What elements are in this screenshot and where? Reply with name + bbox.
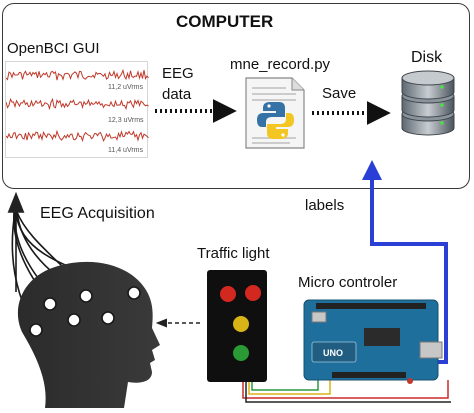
traffic-light-red-left bbox=[220, 286, 236, 302]
channel-label-1: 11,2 uVrms bbox=[108, 84, 144, 91]
openbci-gui-panel: 11,2 uVrms 12,3 uVrms 11,4 uVrms bbox=[5, 61, 149, 158]
disk-icon bbox=[401, 70, 455, 136]
electrode-dots bbox=[29, 286, 141, 337]
traffic-light-green bbox=[233, 345, 249, 361]
traffic-light-yellow bbox=[233, 316, 249, 332]
eeg-trace-2 bbox=[6, 97, 149, 111]
traffic-light-red-right bbox=[245, 285, 261, 301]
eeg-trace-1 bbox=[6, 68, 149, 81]
computer-title: COMPUTER bbox=[176, 12, 274, 31]
labels-text: labels bbox=[305, 197, 345, 214]
labels-arrow bbox=[362, 160, 448, 364]
disk-label: Disk bbox=[411, 49, 443, 66]
save-label: Save bbox=[322, 85, 357, 102]
python-script-icon bbox=[245, 77, 305, 149]
traffic-light-icon bbox=[207, 270, 267, 382]
channel-label-3: 11,4 uVrms bbox=[108, 147, 144, 154]
eeg-trace-3 bbox=[6, 129, 149, 143]
arduino-board-icon bbox=[303, 299, 443, 384]
script-name: mne_record.py bbox=[230, 56, 331, 73]
arduino-board-text: UNO bbox=[323, 348, 343, 358]
traffic-light-label: Traffic light bbox=[197, 245, 270, 262]
channel-label-2: 12,3 uVrms bbox=[108, 117, 144, 124]
eeg-data-label-line2: data bbox=[162, 86, 192, 103]
micro-controller-label: Micro controler bbox=[298, 274, 398, 291]
wires bbox=[242, 378, 451, 403]
eeg-acquisition-label: EEG Acquisition bbox=[40, 205, 155, 222]
openbci-gui-title: OpenBCI GUI bbox=[7, 40, 100, 57]
eeg-data-label-line1: EEG bbox=[162, 65, 194, 82]
